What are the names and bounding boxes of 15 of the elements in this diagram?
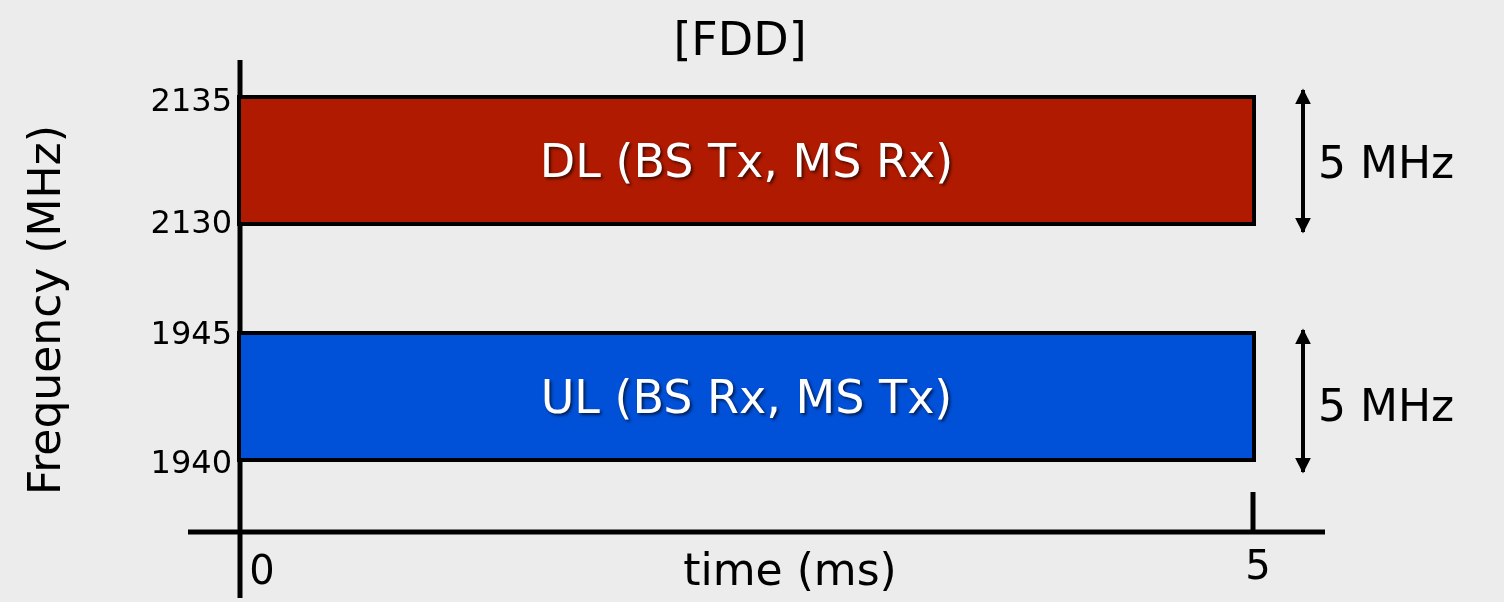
downlink-band: [237, 95, 1256, 226]
tick-label: 1945: [150, 317, 232, 349]
dimension-label: 5 MHz: [1318, 384, 1455, 428]
uplink-band: [237, 331, 1256, 462]
title: [FDD]: [673, 16, 807, 62]
tick-label: 1940: [150, 446, 232, 478]
band-label: DL (BS Tx, MS Rx): [539, 133, 954, 188]
axis-title: Frequency (MHz): [23, 125, 67, 495]
tick-label: 0: [249, 550, 275, 590]
axis-title: time (ms): [683, 548, 897, 592]
tick-label: 5: [1245, 545, 1271, 585]
band-label: UL (BS Rx, MS Tx): [540, 369, 953, 424]
tick-label: 2135: [150, 84, 232, 116]
dimension-label: 5 MHz: [1318, 141, 1455, 185]
tick-label: 2130: [150, 206, 232, 238]
